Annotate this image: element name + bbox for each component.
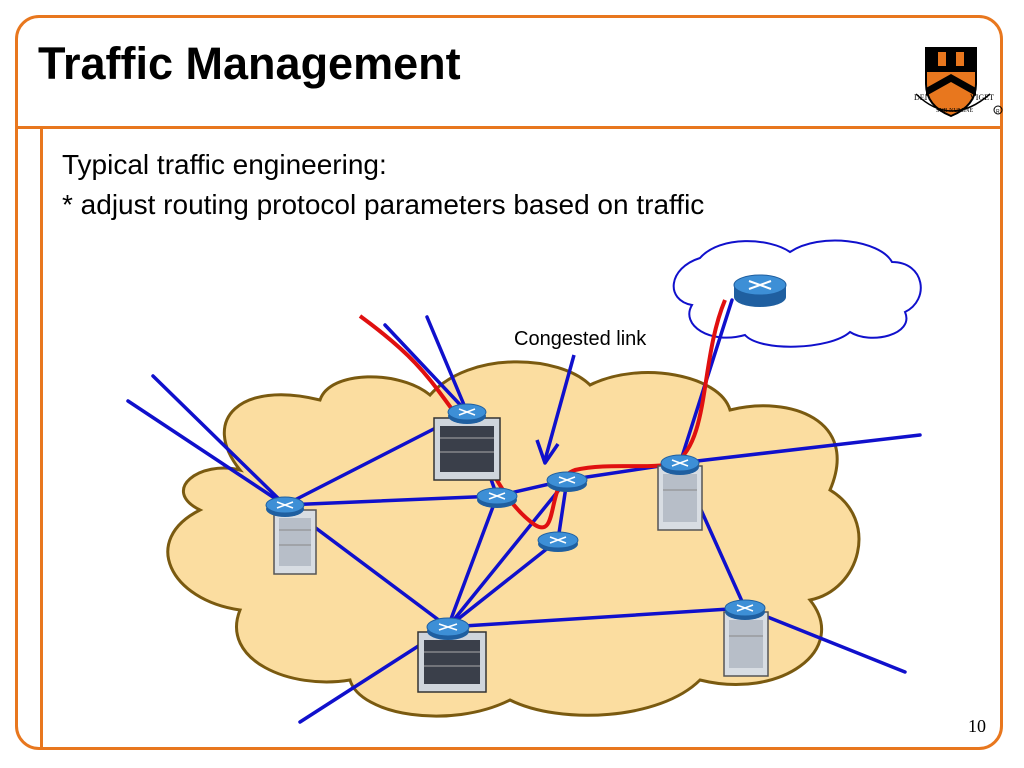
- motto-word-2: SUB NUMINE: [936, 108, 974, 114]
- router-chassis-5: [723, 611, 769, 677]
- router-icon: [537, 531, 579, 552]
- router-icon: [265, 496, 305, 517]
- svg-text:R: R: [996, 109, 1000, 115]
- left-margin-rule: [40, 126, 43, 750]
- external-cloud: [672, 239, 922, 348]
- router-icon: [426, 617, 470, 640]
- slide-frame: [15, 15, 1003, 750]
- router-icon: [546, 471, 588, 492]
- router-icon: [724, 599, 766, 620]
- traffic-path: [358, 299, 727, 530]
- motto-word-3: VIGET: [970, 93, 994, 102]
- body-text: Typical traffic engineering: * adjust ro…: [62, 145, 704, 225]
- body-line-2: * adjust routing protocol parameters bas…: [62, 189, 705, 220]
- router-icon: [660, 454, 700, 475]
- router-chassis-1: [273, 509, 317, 575]
- router-icons: [265, 274, 787, 640]
- body-line-1: Typical traffic engineering:: [62, 149, 387, 180]
- arrow-head-icon: [535, 439, 560, 465]
- motto-word-1: DEI: [914, 93, 928, 102]
- university-shield-logo: DEI SUB NUMINE VIGET R: [914, 47, 1003, 118]
- router-chassis-4: [417, 631, 487, 693]
- page-number: 10: [968, 716, 986, 736]
- router-chassis-3: [657, 465, 703, 531]
- title-divider: [15, 126, 1003, 129]
- router-chassis-2: [433, 417, 501, 481]
- router-icon: [733, 274, 787, 307]
- congested-arrow: [543, 354, 576, 461]
- router-icon: [476, 487, 518, 508]
- slide-title: Traffic Management: [38, 38, 461, 89]
- router-icon: [447, 403, 487, 424]
- congested-link-label: Congested link: [514, 328, 647, 350]
